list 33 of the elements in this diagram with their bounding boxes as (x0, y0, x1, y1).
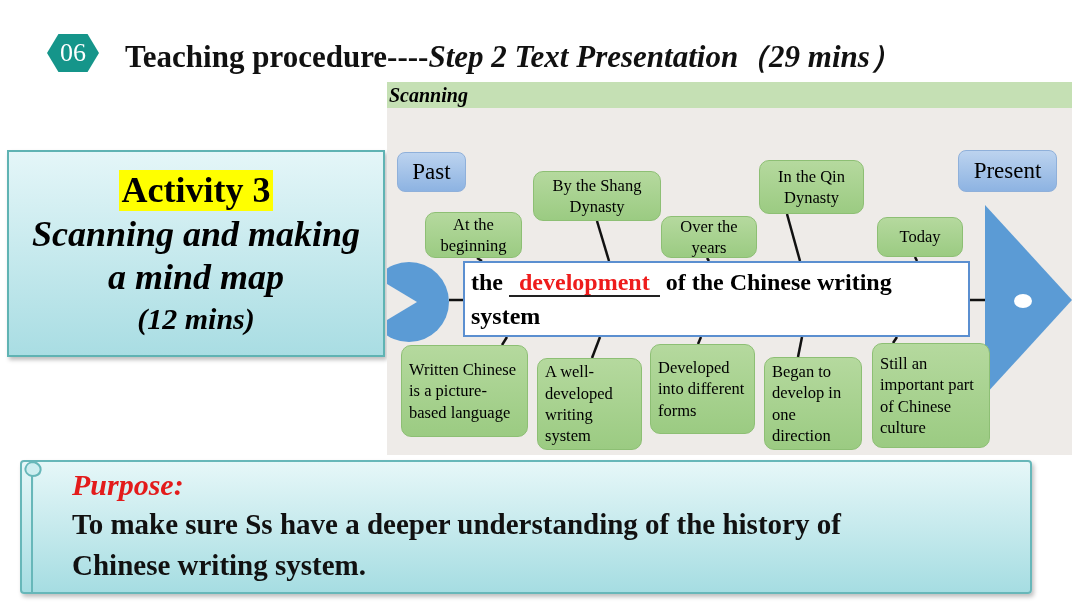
mind-map-box: In the Qin Dynasty (759, 160, 864, 214)
purpose-text: To make sure Ss have a deeper understanding of the history of Chinese writing system. (72, 507, 843, 584)
time-label-box: Past (397, 152, 466, 192)
activity-duration: (12 mins) (137, 301, 255, 338)
slide-title: Teaching procedure----Step 2 Text Presentation（29 mins） (125, 38, 901, 76)
fish-tail-shape (387, 262, 449, 342)
screenshot-panel (387, 82, 1072, 455)
connector-line (785, 213, 802, 262)
mind-map-box: At the beginning (425, 212, 522, 258)
sentence-box: the development of the Chinese writing system (463, 261, 970, 337)
scroll-banner (20, 460, 1032, 594)
mind-map-box: By the Shang Dynasty (533, 171, 661, 221)
panel-header: Scanning (387, 82, 1072, 108)
mind-map-box: Over the years (661, 216, 757, 258)
connector-line (595, 220, 611, 262)
mind-map-box: Developed into different forms (650, 344, 755, 434)
connector-line (913, 256, 919, 262)
mind-map-box: Began to develop in one direction (764, 357, 862, 450)
activity-title: Scanning and making a mind map (31, 213, 361, 300)
connector-line (796, 336, 804, 358)
connector-line (891, 336, 899, 344)
mind-map-box: Still an important part of Chinese culture (872, 343, 990, 448)
connector-line (705, 257, 711, 262)
connector-line (590, 336, 602, 359)
time-label-box: Present (958, 150, 1057, 192)
mind-map-box: Today (877, 217, 963, 257)
activity-heading: Activity 3 (118, 169, 274, 211)
connector-line (500, 336, 509, 346)
activity-card (7, 150, 385, 357)
mind-map-box: Written Chinese is a picture-based language (401, 345, 528, 437)
connector-line (696, 336, 703, 345)
mind-map-box: A well-developed writing system (537, 358, 642, 450)
purpose-heading: Purpose: (72, 468, 185, 502)
